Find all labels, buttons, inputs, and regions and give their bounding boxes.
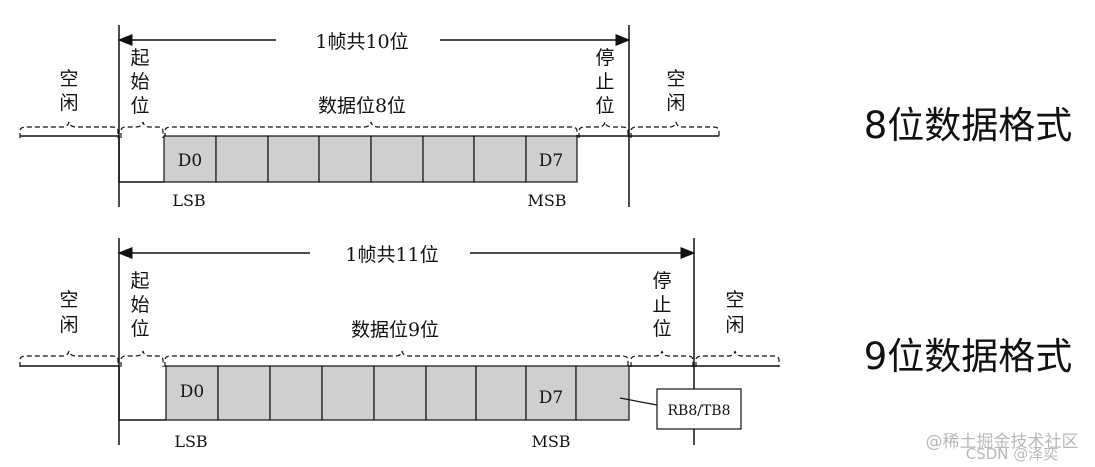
data-bits-label: 数据位9位 (351, 319, 439, 341)
d7-label: D7 (539, 388, 563, 408)
bit-cell-d8 (575, 365, 630, 421)
lsb-label: LSB (172, 191, 205, 210)
bit-cell-d0 (165, 365, 219, 421)
svg-text:停: 停 (595, 47, 614, 69)
d0-label: D0 (180, 382, 204, 402)
msb-label: MSB (531, 432, 570, 451)
frame-length-label: 1帧共10位 (315, 31, 408, 53)
watermark-juejin: @稀土掘金技术社区 (926, 432, 1079, 452)
svg-text:起: 起 (130, 47, 149, 69)
lsb-label: LSB (174, 432, 207, 451)
bit-cell-d1 (217, 365, 271, 421)
svg-text:位: 位 (652, 318, 671, 340)
diagram-9bit: 1帧共11位 空 闲 起 始 位 数据位9位 停 止 位 空 闲 (19, 238, 1073, 451)
callout-pointer (619, 397, 658, 406)
callout-label: RB8/TB8 (668, 403, 731, 419)
start-bit-low (118, 366, 166, 421)
bit-cell-d2 (269, 365, 323, 421)
callout-box (656, 388, 742, 430)
bit-cell-d2 (267, 135, 320, 183)
svg-text:空: 空 (666, 68, 685, 90)
bit-cell-d4 (370, 135, 424, 183)
data-cells-8 (163, 135, 578, 183)
data-bits-label: 数据位8位 (318, 95, 406, 117)
svg-text:空: 空 (59, 68, 78, 90)
svg-text:位: 位 (130, 318, 149, 340)
svg-text:位: 位 (130, 95, 149, 117)
idle-left-label: 空 闲 (59, 289, 78, 336)
format-title-8bit: 8位数据格式 (864, 104, 1073, 147)
svg-text:止: 止 (595, 71, 614, 93)
svg-text:始: 始 (130, 71, 149, 93)
stop-bit-label: 停 止 位 (595, 47, 614, 117)
watermark-csdn: CSDN @泽奕 (966, 445, 1059, 463)
bit-cell-d7 (525, 365, 577, 421)
start-bit-low (118, 136, 164, 183)
svg-text:起: 起 (130, 270, 149, 292)
d0-label: D0 (178, 151, 202, 171)
bit-cell-d6 (473, 135, 527, 183)
svg-text:停: 停 (652, 270, 671, 292)
bit-cell-d5 (425, 365, 477, 421)
frame-length-label: 1帧共11位 (345, 244, 438, 266)
bit-cell-d3 (318, 135, 372, 183)
start-bit-label: 起 始 位 (130, 47, 149, 117)
svg-text:位: 位 (595, 95, 614, 117)
svg-text:空: 空 (59, 289, 78, 311)
diagram-8bit: 1帧共10位 空 闲 起 始 位 数据位8位 停 止 位 空 闲 (19, 25, 1073, 210)
svg-text:闲: 闲 (59, 92, 78, 114)
svg-text:闲: 闲 (666, 92, 685, 114)
svg-text:空: 空 (725, 289, 744, 311)
bit-cell-d3 (321, 365, 375, 421)
msb-label: MSB (527, 191, 566, 210)
idle-right-label: 空 闲 (666, 68, 685, 114)
svg-text:始: 始 (130, 294, 149, 316)
region-braces (19, 350, 780, 367)
bit-cell-d7 (525, 135, 578, 183)
bit-cell-d6 (475, 365, 527, 421)
data-cells-9 (165, 365, 630, 421)
bit-cell-d5 (422, 135, 475, 183)
bit-cell-d1 (215, 135, 269, 183)
idle-right-label: 空 闲 (725, 289, 744, 336)
format-title-9bit: 9位数据格式 (864, 335, 1073, 378)
bit-cell-d4 (373, 365, 427, 421)
stop-bit-label: 停 止 位 (652, 270, 671, 340)
idle-left-label: 空 闲 (59, 68, 78, 114)
svg-text:止: 止 (652, 294, 671, 316)
svg-text:闲: 闲 (725, 314, 744, 336)
start-bit-label: 起 始 位 (130, 270, 149, 340)
region-braces (19, 121, 720, 138)
d7-label: D7 (539, 151, 563, 171)
svg-text:闲: 闲 (59, 314, 78, 336)
